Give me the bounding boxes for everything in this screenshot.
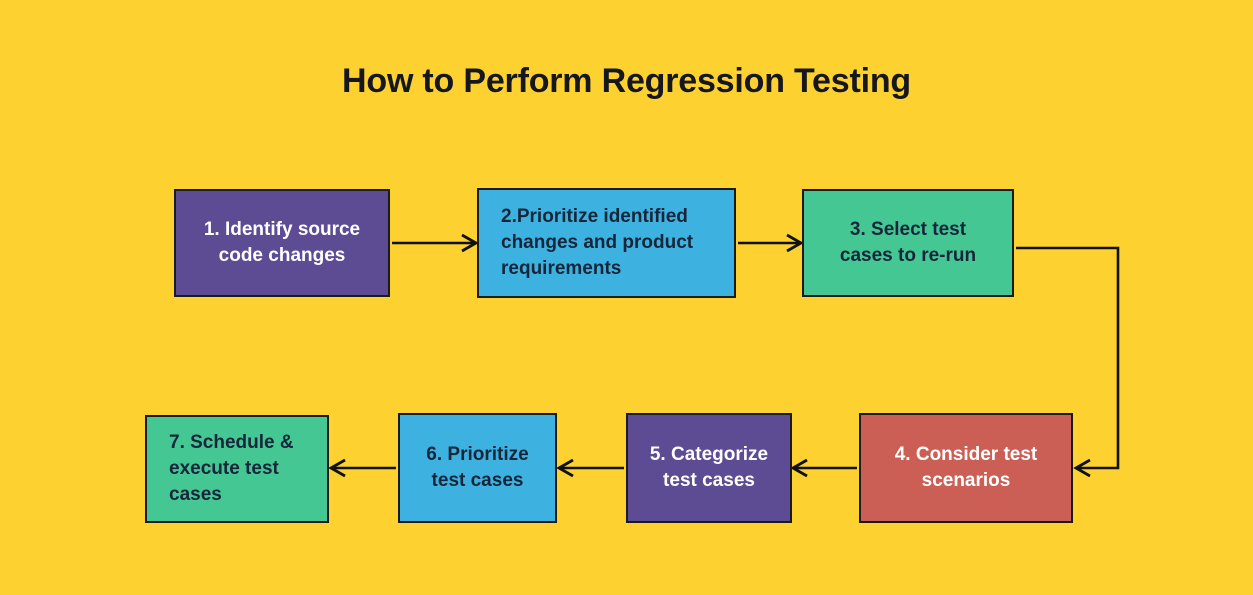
flow-node-step-4[interactable]: 4. Consider test scenarios	[859, 413, 1073, 523]
flow-node-step-5-label: 5. Categorize test cases	[649, 443, 769, 491]
flow-node-step-3[interactable]: 3. Select test cases to re-run	[802, 189, 1014, 297]
connector-step2-step3	[738, 233, 804, 253]
flow-node-step-7[interactable]: 7. Schedule & execute test cases	[145, 415, 329, 523]
connector-step5-step6	[556, 458, 624, 478]
connector-step4-step5	[790, 458, 857, 478]
flow-node-step-1-label: 1. Identify source code changes	[203, 218, 361, 266]
flow-node-step-7-label: 7. Schedule & execute test cases	[169, 431, 294, 506]
connector-step6-step7	[328, 458, 396, 478]
flow-node-step-3-label: 3. Select test cases to re-run	[839, 218, 977, 266]
flow-node-step-6-label: 6. Prioritize test cases	[426, 443, 529, 491]
flow-node-step-4-label: 4. Consider test scenarios	[894, 443, 1038, 491]
page-title: How to Perform Regression Testing	[342, 62, 911, 100]
flow-node-step-6[interactable]: 6. Prioritize test cases	[398, 413, 557, 523]
flow-node-step-5[interactable]: 5. Categorize test cases	[626, 413, 792, 523]
flow-node-step-1[interactable]: 1. Identify source code changes	[174, 189, 390, 297]
flow-node-step-2-label: 2.Prioritize identified changes and prod…	[501, 205, 694, 280]
flow-node-step-2[interactable]: 2.Prioritize identified changes and prod…	[477, 188, 736, 298]
connector-step1-step2	[392, 233, 479, 253]
